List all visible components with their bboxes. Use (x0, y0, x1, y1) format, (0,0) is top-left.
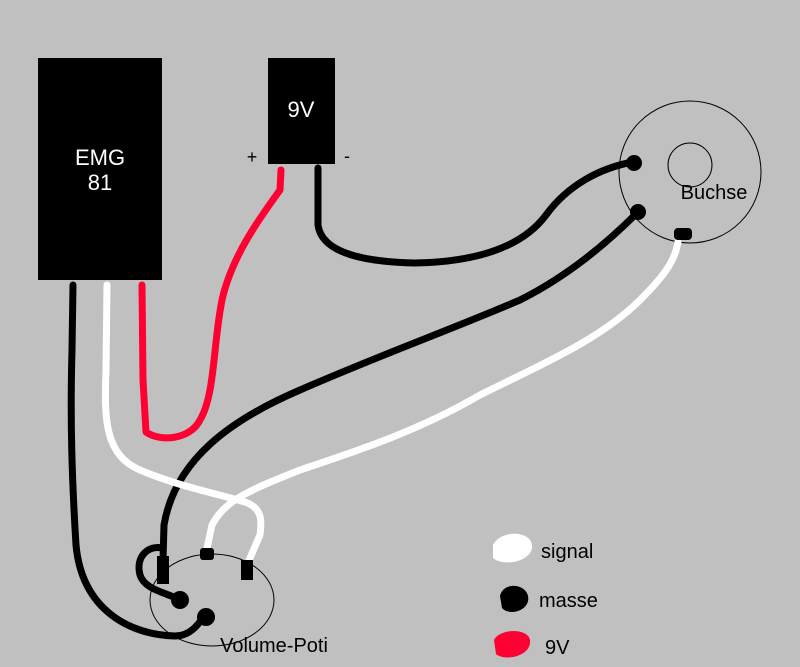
battery-body (268, 58, 335, 164)
jack-inner-ring (667, 142, 713, 188)
wire-signal-pot-to-jack (203, 238, 682, 552)
legend-label-masse: masse (539, 590, 598, 612)
battery-label: 9V (288, 97, 315, 122)
battery-9v: 9V + - (247, 58, 350, 167)
legend-swatch-masse (500, 585, 529, 613)
solder-points (157, 155, 692, 626)
jack-label: Buchse (681, 182, 748, 204)
legend-swatch-9v (494, 631, 531, 658)
jack-outer-ring (618, 100, 762, 244)
pot-terminal-1 (157, 556, 169, 584)
wire-signal-pickup-to-pot (101, 281, 265, 569)
jack-lug-top (626, 155, 642, 171)
legend-item-signal: signal (493, 533, 593, 563)
legend-label-signal: signal (541, 541, 593, 563)
wire-ground-battery-to-jack (314, 158, 637, 267)
legend-swatch-signal (493, 533, 533, 563)
emg-pickup-label-line2: 81 (88, 170, 112, 195)
legend-item-masse: masse (500, 585, 598, 613)
legend-item-9v: 9V (494, 631, 570, 659)
pot-terminal-2 (200, 548, 214, 560)
battery-minus-label: - (344, 146, 350, 166)
battery-plus-label: + (247, 147, 258, 167)
wire-ground-pickup-to-pot (67, 281, 209, 640)
output-jack: Buchse (618, 100, 762, 244)
jack-lug-tip (674, 228, 692, 240)
pot-lug-wiper (197, 608, 215, 626)
pot-lug-ground (171, 591, 189, 609)
wire-power-battery-to-pickup (138, 166, 285, 442)
legend: signal masse 9V (493, 533, 598, 659)
pot-terminal-3 (241, 560, 253, 580)
emg-pickup-label-line1: EMG (75, 145, 125, 170)
pot-label: Volume-Poti (220, 635, 328, 657)
wire-ground-pot-to-jack (159, 209, 641, 564)
jack-lug-sleeve (630, 204, 646, 220)
emg-pickup-body (38, 58, 162, 280)
emg-pickup: EMG 81 (38, 58, 162, 280)
legend-label-9v: 9V (545, 637, 570, 659)
wire-ground-pot-loop (135, 544, 184, 604)
